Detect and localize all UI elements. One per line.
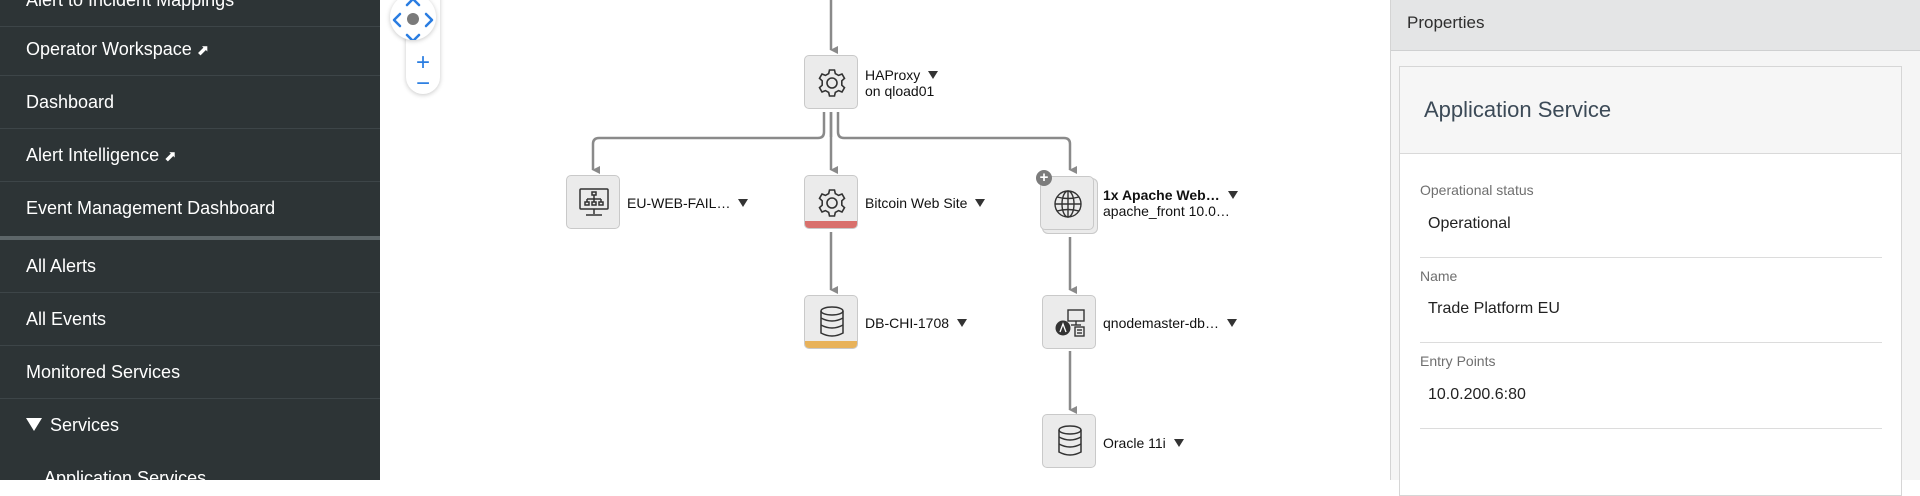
node-name: HAProxy bbox=[865, 67, 921, 83]
properties-title: Properties bbox=[1407, 13, 1485, 32]
sidebar-item-alert-intelligence[interactable]: Alert Intelligence⬈ bbox=[0, 129, 380, 181]
node-haproxy[interactable] bbox=[804, 55, 858, 109]
sidebar-item-application-services[interactable]: Application Services bbox=[0, 452, 380, 480]
node-qnodemaster-db[interactable] bbox=[1042, 295, 1096, 349]
sidebar-item-label: Operator Workspace bbox=[26, 39, 192, 59]
gear-icon bbox=[818, 69, 846, 97]
sidebar-item-label: Monitored Services bbox=[26, 362, 181, 382]
node-name: Bitcoin Web Site bbox=[865, 195, 968, 211]
pan-arrows-icon bbox=[392, 0, 434, 43]
field-divider bbox=[1420, 257, 1882, 258]
node-eu-web-fail-label[interactable]: EU-WEB-FAIL… bbox=[627, 195, 749, 211]
external-link-icon: ⬈ bbox=[164, 148, 177, 165]
connector-haproxy-apache bbox=[836, 112, 1077, 174]
sidebar-item-services[interactable]: Services bbox=[0, 399, 380, 451]
node-db-chi-1708-label[interactable]: DB-CHI-1708 bbox=[865, 315, 968, 331]
node-dropdown-icon[interactable] bbox=[1173, 439, 1184, 447]
sidebar-item-label: All Alerts bbox=[26, 256, 97, 276]
sidebar-divider bbox=[0, 398, 380, 399]
network-monitor-icon bbox=[579, 188, 609, 216]
sidebar-item-label: All Events bbox=[26, 309, 107, 329]
database-icon bbox=[1058, 425, 1082, 456]
sidebar-divider bbox=[0, 128, 380, 129]
node-bitcoin-web-site-label[interactable]: Bitcoin Web Site bbox=[865, 195, 986, 211]
sidebar-item-label: Event Management Dashboard bbox=[26, 198, 276, 218]
connector-haproxy-eu-web bbox=[591, 112, 826, 174]
sidebar-item-operator-workspace[interactable]: Operator Workspace⬈ bbox=[0, 23, 380, 75]
node-oracle-11i[interactable] bbox=[1042, 414, 1096, 468]
node-subtitle: on qload01 bbox=[865, 83, 935, 99]
sidebar: Alert to Incident Mappings Operator Work… bbox=[0, 0, 380, 480]
sidebar-item-label: Alert to Incident Mappings bbox=[26, 0, 235, 10]
properties-header: Properties bbox=[1391, 0, 1920, 51]
sidebar-item-all-alerts[interactable]: All Alerts bbox=[0, 240, 380, 292]
card-title: Application Service bbox=[1424, 97, 1612, 122]
node-dropdown-icon[interactable] bbox=[738, 199, 749, 207]
node-apache-web[interactable] bbox=[1040, 176, 1094, 230]
sidebar-divider bbox=[0, 75, 380, 76]
sidebar-item-dashboard[interactable]: Dashboard bbox=[0, 76, 380, 128]
sidebar-divider bbox=[0, 345, 380, 346]
node-dropdown-icon[interactable] bbox=[957, 319, 968, 327]
linux-server-icon bbox=[1055, 309, 1085, 337]
node-oracle-11i-label[interactable]: Oracle 11i bbox=[1103, 435, 1184, 451]
globe-icon bbox=[1054, 190, 1082, 218]
service-map-canvas[interactable]: + − HAProxy on qload01 bbox=[380, 0, 1390, 480]
node-bitcoin-web-site[interactable] bbox=[804, 175, 858, 229]
sidebar-item-label: Alert Intelligence bbox=[26, 145, 160, 165]
gear-icon bbox=[818, 189, 846, 217]
node-name: DB-CHI-1708 bbox=[865, 315, 950, 331]
sidebar-section-divider bbox=[0, 236, 380, 240]
node-name: EU-WEB-FAIL… bbox=[627, 195, 731, 211]
node-name: Oracle 11i bbox=[1103, 435, 1166, 451]
expanded-triangle-icon bbox=[26, 418, 42, 432]
field-divider bbox=[1420, 428, 1882, 429]
field-label-operational-status: Operational status bbox=[1420, 182, 1534, 198]
status-bar-critical bbox=[805, 221, 857, 228]
expand-plus-badge[interactable]: + bbox=[1036, 170, 1052, 186]
node-eu-web-fail[interactable] bbox=[566, 175, 620, 229]
node-db-chi-1708[interactable] bbox=[804, 295, 858, 349]
field-value-entry-points: 10.0.200.6:80 bbox=[1428, 386, 1526, 403]
sidebar-item-label: Services bbox=[50, 415, 120, 435]
properties-panel: Properties Application Service Operation… bbox=[1390, 0, 1920, 496]
field-value-operational-status: Operational bbox=[1428, 215, 1511, 232]
node-name: qnodemaster-db… bbox=[1103, 315, 1219, 331]
node-dropdown-icon[interactable] bbox=[1226, 319, 1237, 327]
sidebar-divider bbox=[0, 26, 380, 27]
sidebar-item-label: Application Services bbox=[44, 468, 207, 480]
sidebar-item-monitored-services[interactable]: Monitored Services bbox=[0, 346, 380, 398]
pan-control[interactable] bbox=[390, 0, 436, 43]
sidebar-divider bbox=[0, 292, 380, 293]
field-label-entry-points: Entry Points bbox=[1420, 353, 1496, 369]
properties-card: Application Service Operational status O… bbox=[1399, 66, 1902, 496]
sidebar-divider bbox=[0, 181, 380, 182]
field-divider bbox=[1420, 342, 1882, 343]
node-apache-web-label[interactable]: 1x Apache Web… apache_front 10.0… bbox=[1103, 187, 1238, 219]
field-value-name: Trade Platform EU bbox=[1428, 300, 1560, 317]
sidebar-item-event-management-dashboard[interactable]: Event Management Dashboard bbox=[0, 182, 380, 234]
card-header: Application Service bbox=[1400, 67, 1901, 154]
node-dropdown-icon[interactable] bbox=[975, 199, 986, 207]
status-bar-warning bbox=[805, 341, 857, 348]
external-link-icon: ⬈ bbox=[196, 42, 210, 59]
node-subtitle: apache_front 10.0… bbox=[1103, 203, 1230, 219]
zoom-out-button[interactable]: − bbox=[415, 70, 430, 97]
node-dropdown-icon[interactable] bbox=[1227, 191, 1238, 199]
sidebar-item-alert-to-incident-mappings[interactable]: Alert to Incident Mappings bbox=[0, 0, 380, 26]
map-connectors bbox=[591, 0, 1077, 414]
sidebar-item-all-events[interactable]: All Events bbox=[0, 293, 380, 345]
node-haproxy-label[interactable]: HAProxy on qload01 bbox=[865, 67, 939, 99]
node-dropdown-icon[interactable] bbox=[928, 71, 939, 79]
node-qnodemaster-db-label[interactable]: qnodemaster-db… bbox=[1103, 315, 1237, 331]
database-icon bbox=[820, 306, 844, 337]
field-label-name: Name bbox=[1420, 268, 1458, 284]
node-name: 1x Apache Web… bbox=[1103, 187, 1220, 203]
zoom-in-button[interactable]: + bbox=[415, 49, 430, 76]
sidebar-item-label: Dashboard bbox=[26, 92, 115, 112]
